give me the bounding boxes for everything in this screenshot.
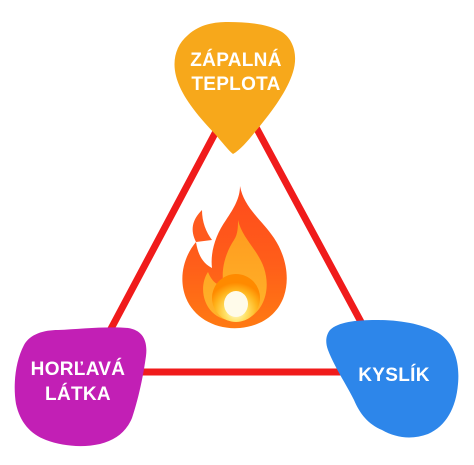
node-fuel: HORĽAVÁ LÁTKA [14,327,147,447]
edge-top-left [84,88,241,376]
node-left-label-line1: HORĽAVÁ [31,358,126,380]
flame-left-tongue [192,210,212,242]
node-top-label-line1: ZÁPALNÁ [190,49,281,71]
node-left-shape [14,327,147,447]
node-ignition-temperature: ZÁPALNÁ TEPLOTA [174,22,296,154]
node-oxygen: KYSLÍK [326,320,459,438]
node-right-shape [326,320,459,438]
fire-emoji-icon [182,186,287,329]
node-top-label-line2: TEPLOTA [191,74,280,95]
node-right-label: KYSLÍK [358,364,429,386]
flame-core-highlight [224,291,248,317]
node-top-shape [174,22,296,154]
node-left-label-line2: LÁTKA [45,383,111,405]
